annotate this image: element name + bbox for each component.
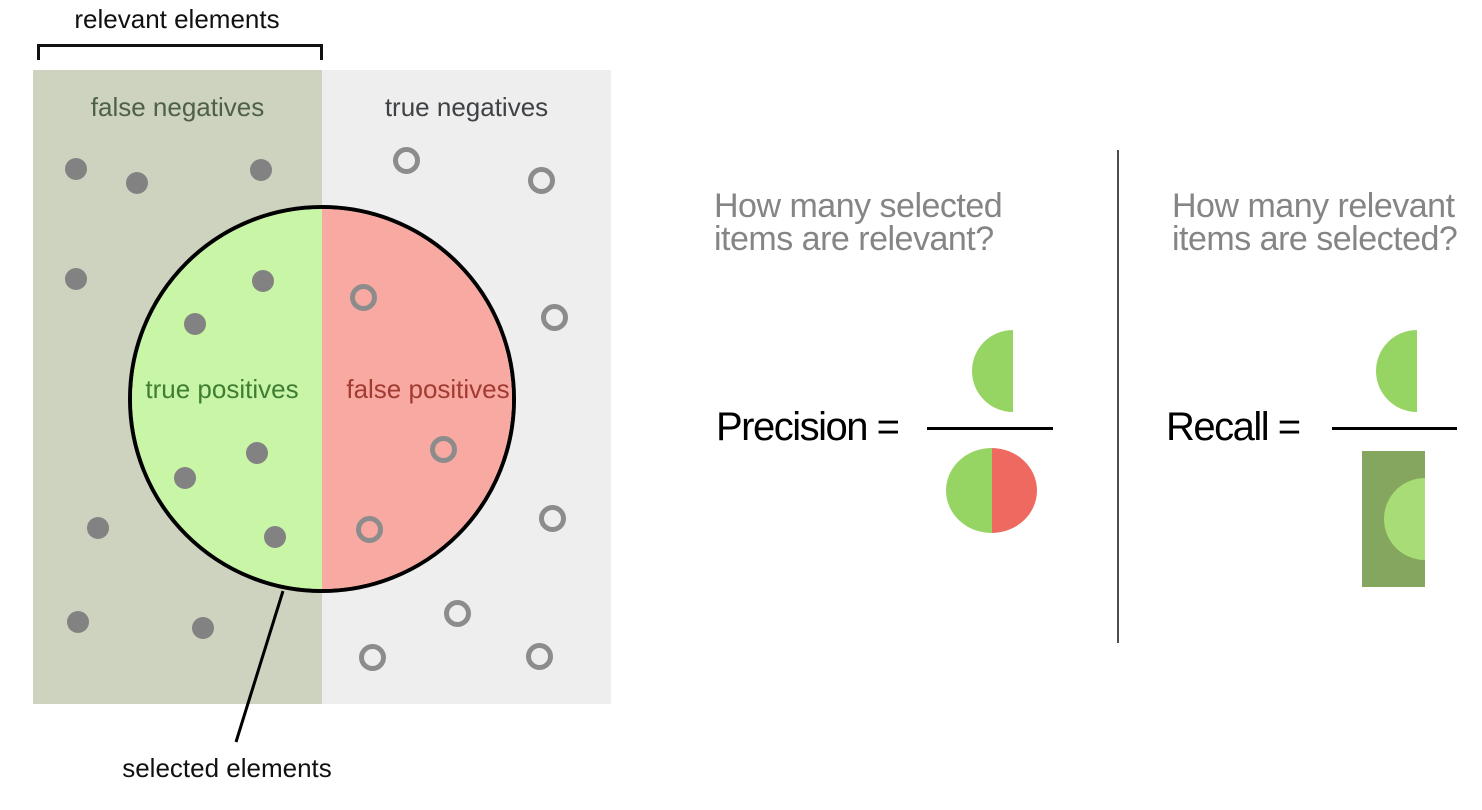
false-negatives-label: false negatives [90,92,265,122]
recall-question-line1: How many relevant [1172,187,1455,225]
relevant-elements-bracket [37,44,323,60]
recall-formula-label: Recall = [1166,405,1301,449]
true-negatives-label: true negatives [384,92,549,122]
true-positives-region [132,209,322,589]
recall-numerator-half-disc [1376,330,1417,412]
recall-denominator-rect [1362,451,1425,587]
precision-denominator-circle [946,448,1037,533]
precision-formula-label: Precision = [716,405,900,449]
precision-denominator-green-half [946,448,992,533]
precision-question: How many selected items are relevant? [714,187,1003,258]
recall-question-line2: items are selected? [1172,220,1458,258]
recall-fraction-bar [1332,427,1457,430]
precision-denominator-red-half [991,448,1037,533]
precision-question-line2: items are relevant? [714,220,994,258]
section-divider [1117,150,1119,643]
precision-numerator-half-disc [972,330,1013,412]
recall-question: How many relevant items are selected? [1172,187,1458,258]
selection-circle [128,205,516,593]
false-positives-region [322,209,512,589]
selected-elements-label: selected elements [122,753,332,783]
relevant-elements-label: relevant elements [74,4,280,34]
true-positives-label: true positives [145,374,299,404]
precision-question-line1: How many selected [714,187,1003,225]
precision-fraction-bar [927,427,1053,430]
false-positives-label: false positives [346,374,510,404]
recall-denominator-half-disc [1384,478,1425,560]
